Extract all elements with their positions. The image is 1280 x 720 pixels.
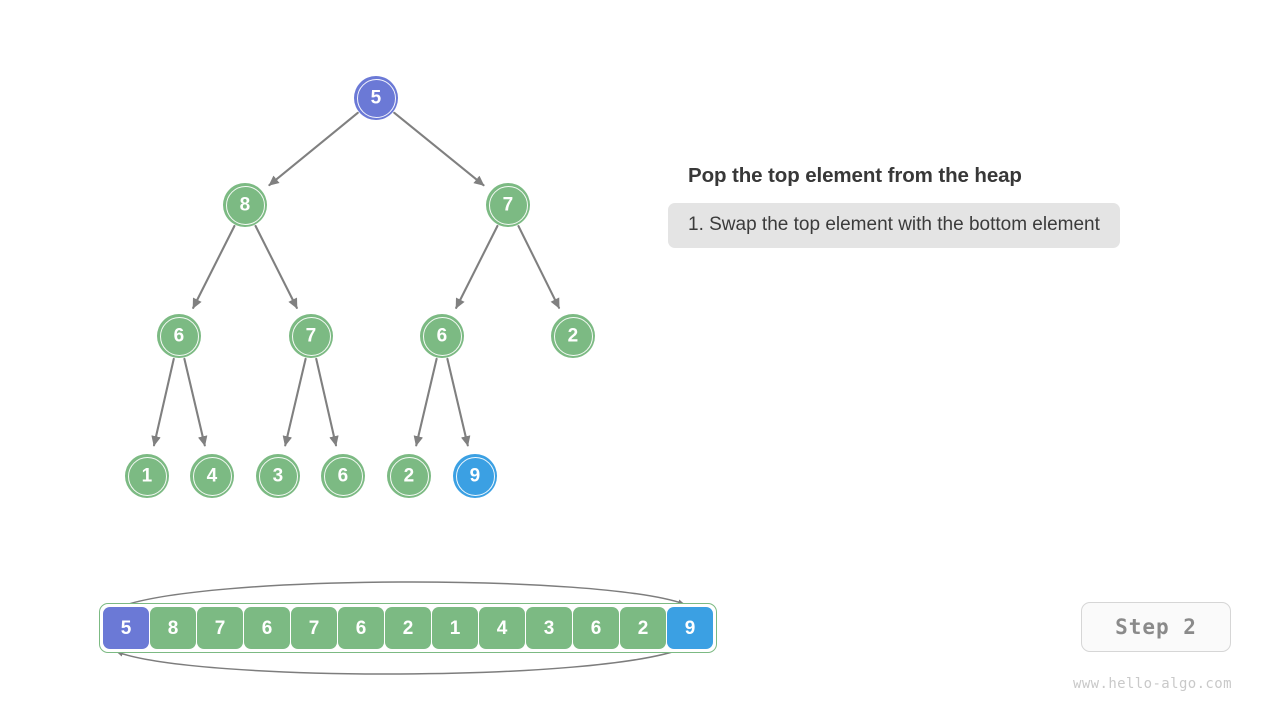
- step-caption: 1. Swap the top element with the bottom …: [668, 203, 1120, 248]
- tree-node-2: 2: [551, 314, 595, 358]
- tree-edge: [183, 357, 208, 447]
- tree-edge: [413, 357, 438, 447]
- tree-edge: [315, 357, 339, 447]
- tree-node-9: 9: [453, 454, 497, 498]
- tree-edge: [268, 111, 359, 187]
- tree-node-5: 5: [354, 76, 398, 120]
- tree-node-2: 2: [387, 454, 431, 498]
- tree-edge: [282, 357, 307, 447]
- tree-node-1: 1: [125, 454, 169, 498]
- array-cell-2: 7: [197, 607, 243, 649]
- tree-edge: [192, 224, 236, 309]
- tree-node-value: 6: [337, 465, 349, 486]
- tree-node-value: 9: [469, 465, 481, 486]
- tree-node-value: 1: [141, 465, 153, 486]
- tree-node-value: 2: [403, 465, 415, 486]
- array-cell-11: 2: [620, 607, 666, 649]
- tree-node-value: 2: [567, 325, 579, 346]
- array-cell-3: 6: [244, 607, 290, 649]
- tree-edge: [151, 357, 175, 447]
- tree-node-value: 5: [370, 87, 382, 108]
- tree-node-6: 6: [321, 454, 365, 498]
- tree-node-value: 3: [272, 465, 284, 486]
- tree-node-value: 8: [239, 194, 251, 215]
- tree-edge: [446, 357, 471, 447]
- page-title: Pop the top element from the heap: [688, 164, 1022, 187]
- array-cell-8: 4: [479, 607, 525, 649]
- array-cell-5: 6: [338, 607, 384, 649]
- tree-edge: [517, 225, 561, 309]
- swap-arc-top: [116, 581, 685, 609]
- tree-node-value: 4: [206, 465, 218, 486]
- tree-node-value: 6: [173, 325, 185, 346]
- array-cell-12: 9: [667, 607, 713, 649]
- tree-node-value: 7: [305, 325, 317, 346]
- array-cell-9: 3: [526, 607, 572, 649]
- tree-edge: [393, 111, 485, 187]
- explanation-panel: Pop the top element from the heap 1. Swa…: [668, 162, 1248, 248]
- tree-node-value: 7: [502, 194, 514, 215]
- array-cell-10: 6: [573, 607, 619, 649]
- array-cell-0: 5: [103, 607, 149, 649]
- step-badge: Step 2: [1081, 602, 1231, 652]
- array-cell-7: 1: [432, 607, 478, 649]
- watermark: www.hello-algo.com: [1073, 676, 1232, 692]
- tree-node-value: 6: [436, 325, 448, 346]
- array-cell-4: 7: [291, 607, 337, 649]
- swap-arc-bottom: [116, 647, 685, 675]
- tree-edge: [455, 224, 499, 309]
- array-cell-1: 8: [150, 607, 196, 649]
- tree-edge: [254, 224, 298, 309]
- array-cell-6: 2: [385, 607, 431, 649]
